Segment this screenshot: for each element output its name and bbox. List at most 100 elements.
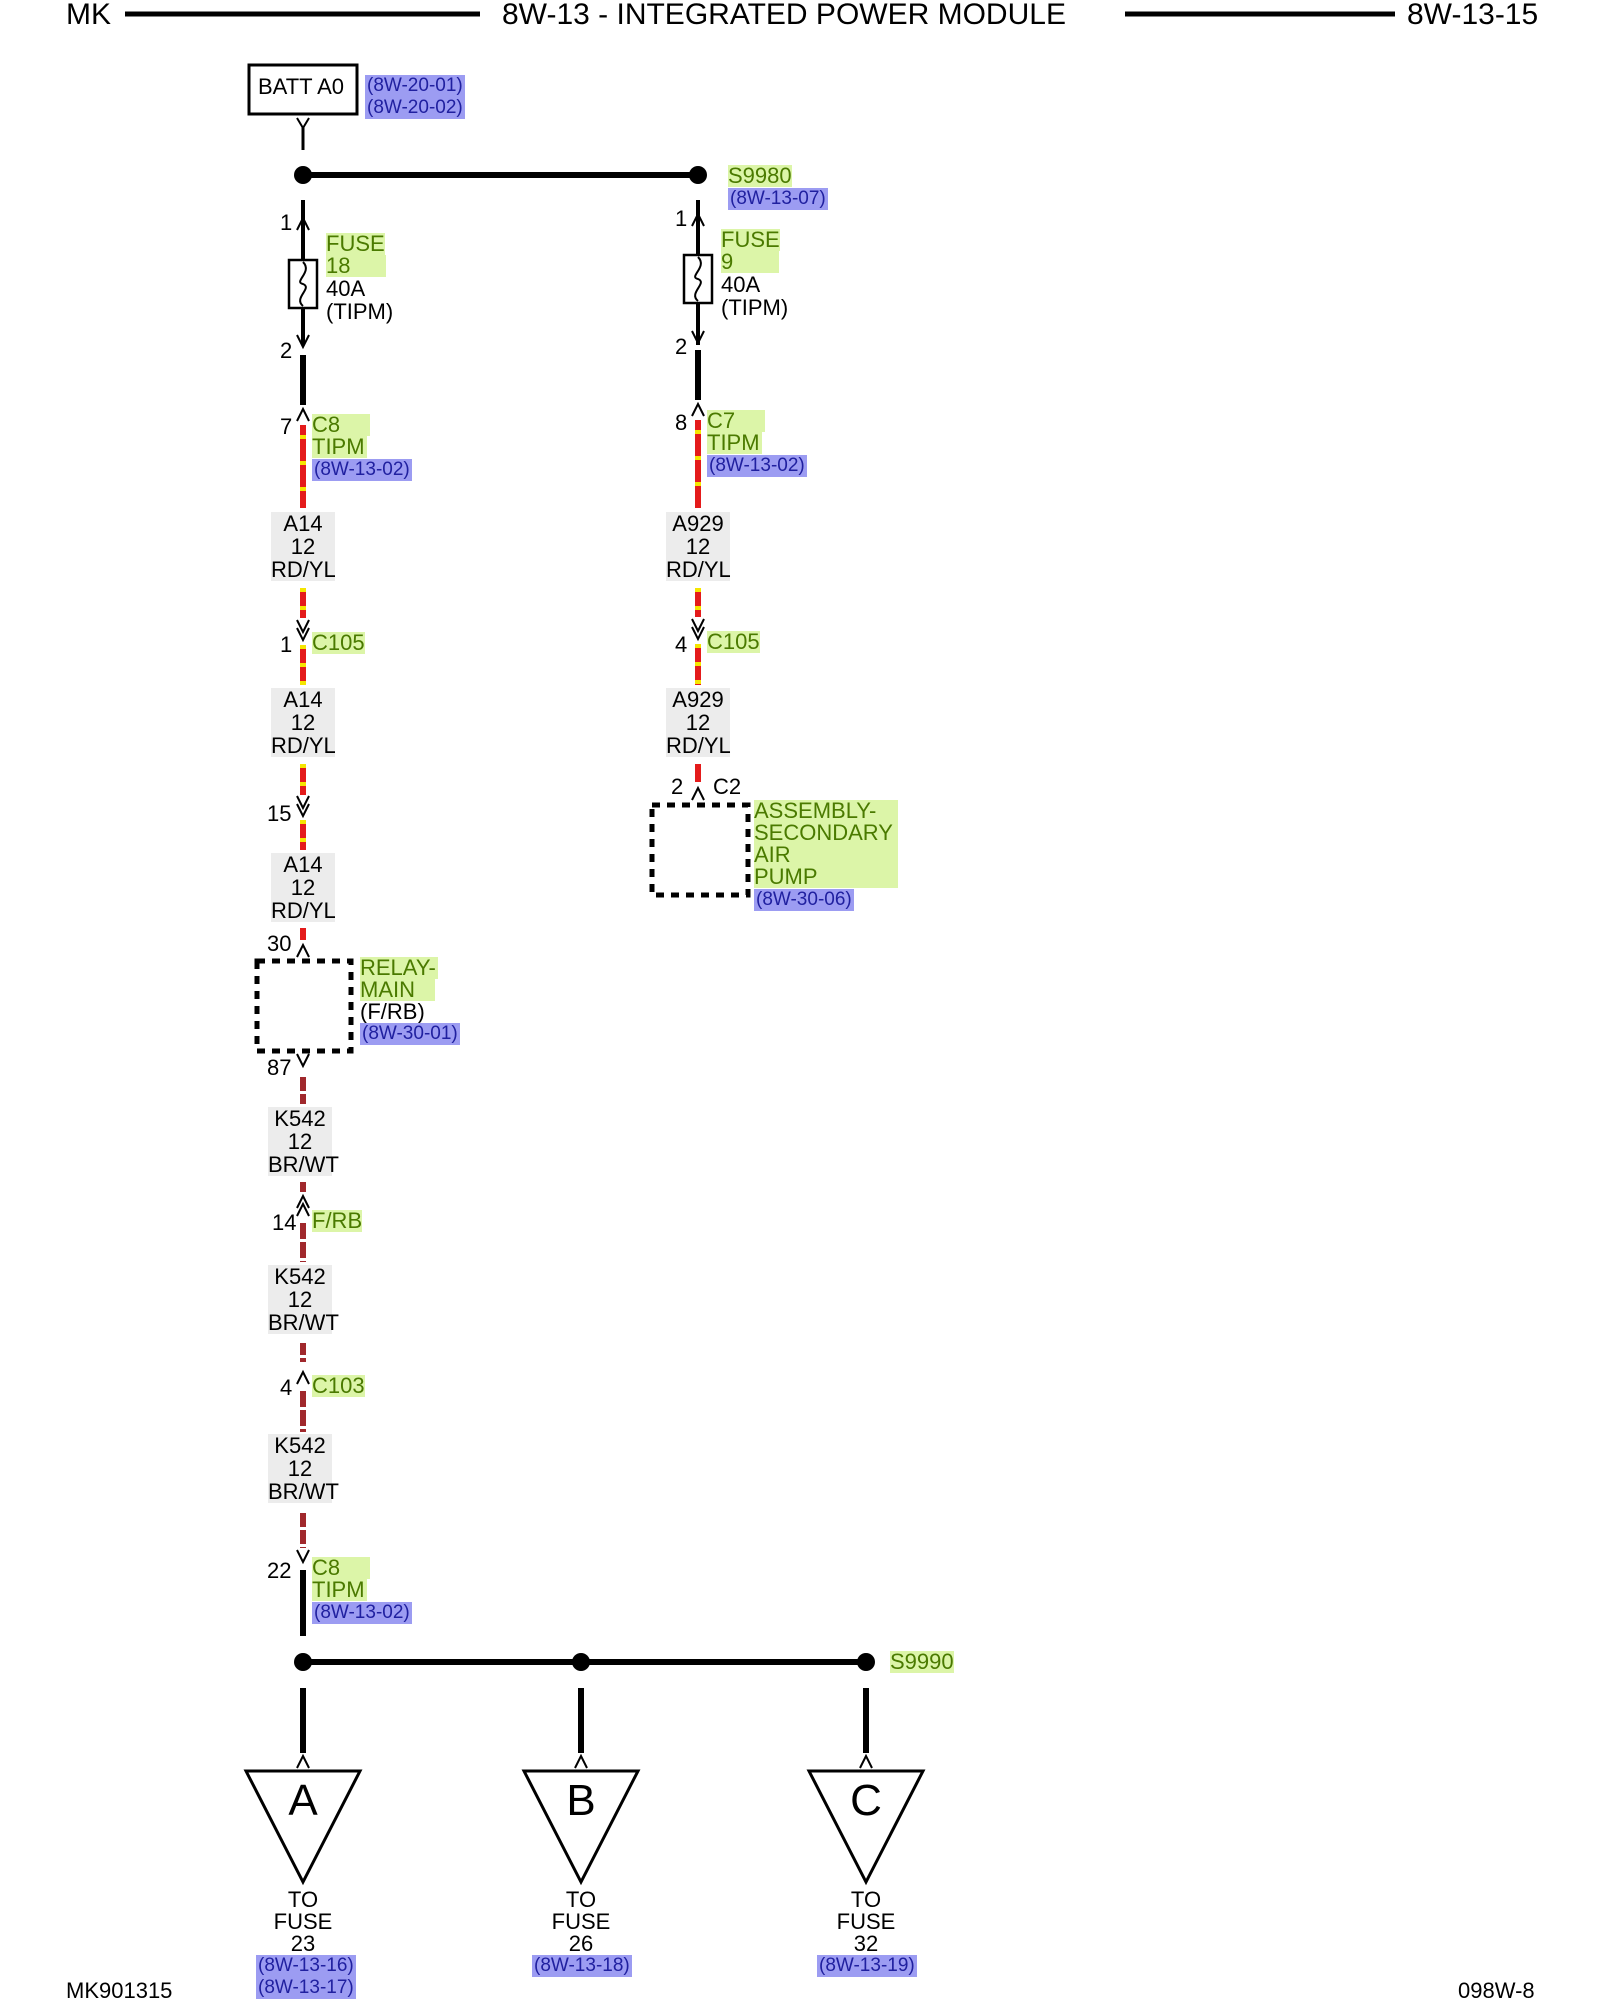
out-c-letter: C: [850, 1776, 882, 1825]
c7-ref[interactable]: (8W-13-02): [707, 455, 807, 477]
out-c-ref[interactable]: (8W-13-19): [817, 1955, 917, 1977]
fuse9-name1: FUSE: [721, 227, 780, 252]
relay-ref[interactable]: (8W-30-01): [360, 1023, 460, 1045]
out-a-arrow-icon: [296, 1755, 310, 1769]
relay-loc: (F/RB): [360, 999, 425, 1024]
out-b-triangle-icon: [521, 1769, 641, 1886]
relay-pin-out: 87: [267, 1055, 292, 1080]
footer-left: MK901315: [66, 1978, 173, 2003]
header-right: 8W-13-15: [1407, 0, 1539, 31]
c105-right-pin: 4: [675, 632, 688, 657]
splice-dot-b: [572, 1653, 590, 1671]
c8-bottom-name: C8: [312, 1557, 371, 1579]
c8-top-arrow-icon: [296, 408, 310, 422]
out-b-num: 26: [568, 1931, 594, 1956]
fuse18-pin-out: 2: [280, 338, 293, 363]
c105-right-name: C105: [707, 629, 760, 654]
batt-label: BATT A0: [258, 74, 345, 99]
fuse18-pin-in: 1: [280, 210, 293, 235]
c7-tipm: TIPM: [707, 430, 762, 455]
c8-pin: 7: [280, 414, 293, 439]
fuse18-rating: 40A: [326, 276, 366, 301]
footer-right: 098W-8: [1458, 1978, 1535, 2003]
out-b-fuse: FUSE: [551, 1909, 611, 1934]
header-left: MK: [66, 0, 111, 31]
out-c-to: TO: [850, 1887, 882, 1912]
relay-pin-in: 30: [267, 931, 292, 956]
fuse9-pin-out: 2: [675, 334, 688, 359]
c7-pin: 8: [675, 410, 688, 435]
relay-name1: RELAY-: [360, 955, 438, 980]
pump-line-3: AIR: [754, 844, 898, 866]
out-a-triangle-icon: [243, 1769, 363, 1886]
out-b-to: TO: [565, 1887, 597, 1912]
pump-conn: C2: [713, 774, 742, 799]
pump-line-1: ASSEMBLY-: [754, 800, 898, 822]
fuse18-name2: 18: [326, 255, 387, 277]
relay-name2: MAIN: [360, 979, 435, 1001]
c105-left-name: C105: [312, 630, 365, 655]
out-c-num: 32: [853, 1931, 879, 1956]
out-b-arrow-icon: [574, 1755, 588, 1769]
out-a-to: TO: [287, 1887, 319, 1912]
splice-dot-right: [689, 166, 707, 184]
splice-dot-left: [294, 166, 312, 184]
splice-bottom-label: S9990: [890, 1649, 954, 1674]
pump-pin: 2: [671, 774, 684, 799]
pump-line-2: SECONDARY: [754, 822, 898, 844]
relay-pin87-arrow-icon: [296, 1053, 310, 1067]
relay-main-box: [254, 958, 354, 1054]
relay-pin30-arrow-icon: [296, 944, 310, 958]
splice-top-label: S9980: [728, 163, 792, 188]
fuse9-rating: 40A: [721, 272, 761, 297]
out-b-ref[interactable]: (8W-13-18): [532, 1955, 632, 1977]
out-a-fuse: FUSE: [273, 1909, 333, 1934]
frb-name: F/RB: [312, 1208, 363, 1233]
c103-name: C103: [312, 1373, 365, 1398]
fuse9-loc: (TIPM): [721, 295, 789, 320]
c7-name: C7: [707, 410, 766, 432]
fuse18-name1: FUSE: [326, 231, 385, 256]
c103-pin: 4: [280, 1375, 293, 1400]
air-pump-box: [649, 802, 751, 898]
c8-tipm: TIPM: [312, 434, 367, 459]
c7-arrow-icon: [691, 403, 705, 417]
pump-line-4: PUMP: [754, 866, 898, 888]
batt-ref-2[interactable]: (8W-20-02): [365, 97, 465, 119]
out-c-triangle-icon: [806, 1769, 926, 1886]
pin-15: 15: [267, 801, 292, 826]
out-a-ref-2[interactable]: (8W-13-17): [256, 1977, 356, 1999]
out-b-letter: B: [566, 1776, 596, 1825]
pump-ref[interactable]: (8W-30-06): [754, 889, 854, 911]
batt-box: [247, 63, 359, 116]
c8-bottom-pin: 22: [267, 1558, 292, 1583]
splice-dot-c: [857, 1653, 875, 1671]
batt-ref-1[interactable]: (8W-20-01): [365, 75, 465, 97]
out-c-fuse: FUSE: [836, 1909, 896, 1934]
frb-pin: 14: [272, 1210, 297, 1235]
fuse18-loc: (TIPM): [326, 299, 394, 324]
page-title: 8W-13 - INTEGRATED POWER MODULE: [502, 0, 1066, 31]
c8-ref[interactable]: (8W-13-02): [312, 459, 412, 481]
c8-bottom-ref[interactable]: (8W-13-02): [312, 1602, 412, 1624]
splice-dot-a: [294, 1653, 312, 1671]
fuse9-pin-in: 1: [675, 206, 688, 231]
c8-bottom-tipm: TIPM: [312, 1577, 367, 1602]
out-c-arrow-icon: [859, 1755, 873, 1769]
pump-pin-arrow-icon: [691, 787, 705, 801]
fuse9-name2: 9: [721, 251, 780, 273]
c8-bottom-arrow-icon: [296, 1549, 310, 1563]
c103-arrow-icon: [296, 1371, 310, 1385]
out-a-letter: A: [288, 1776, 318, 1825]
splice-top-ref[interactable]: (8W-13-07): [728, 188, 828, 210]
out-a-ref-1[interactable]: (8W-13-16): [256, 1955, 356, 1977]
